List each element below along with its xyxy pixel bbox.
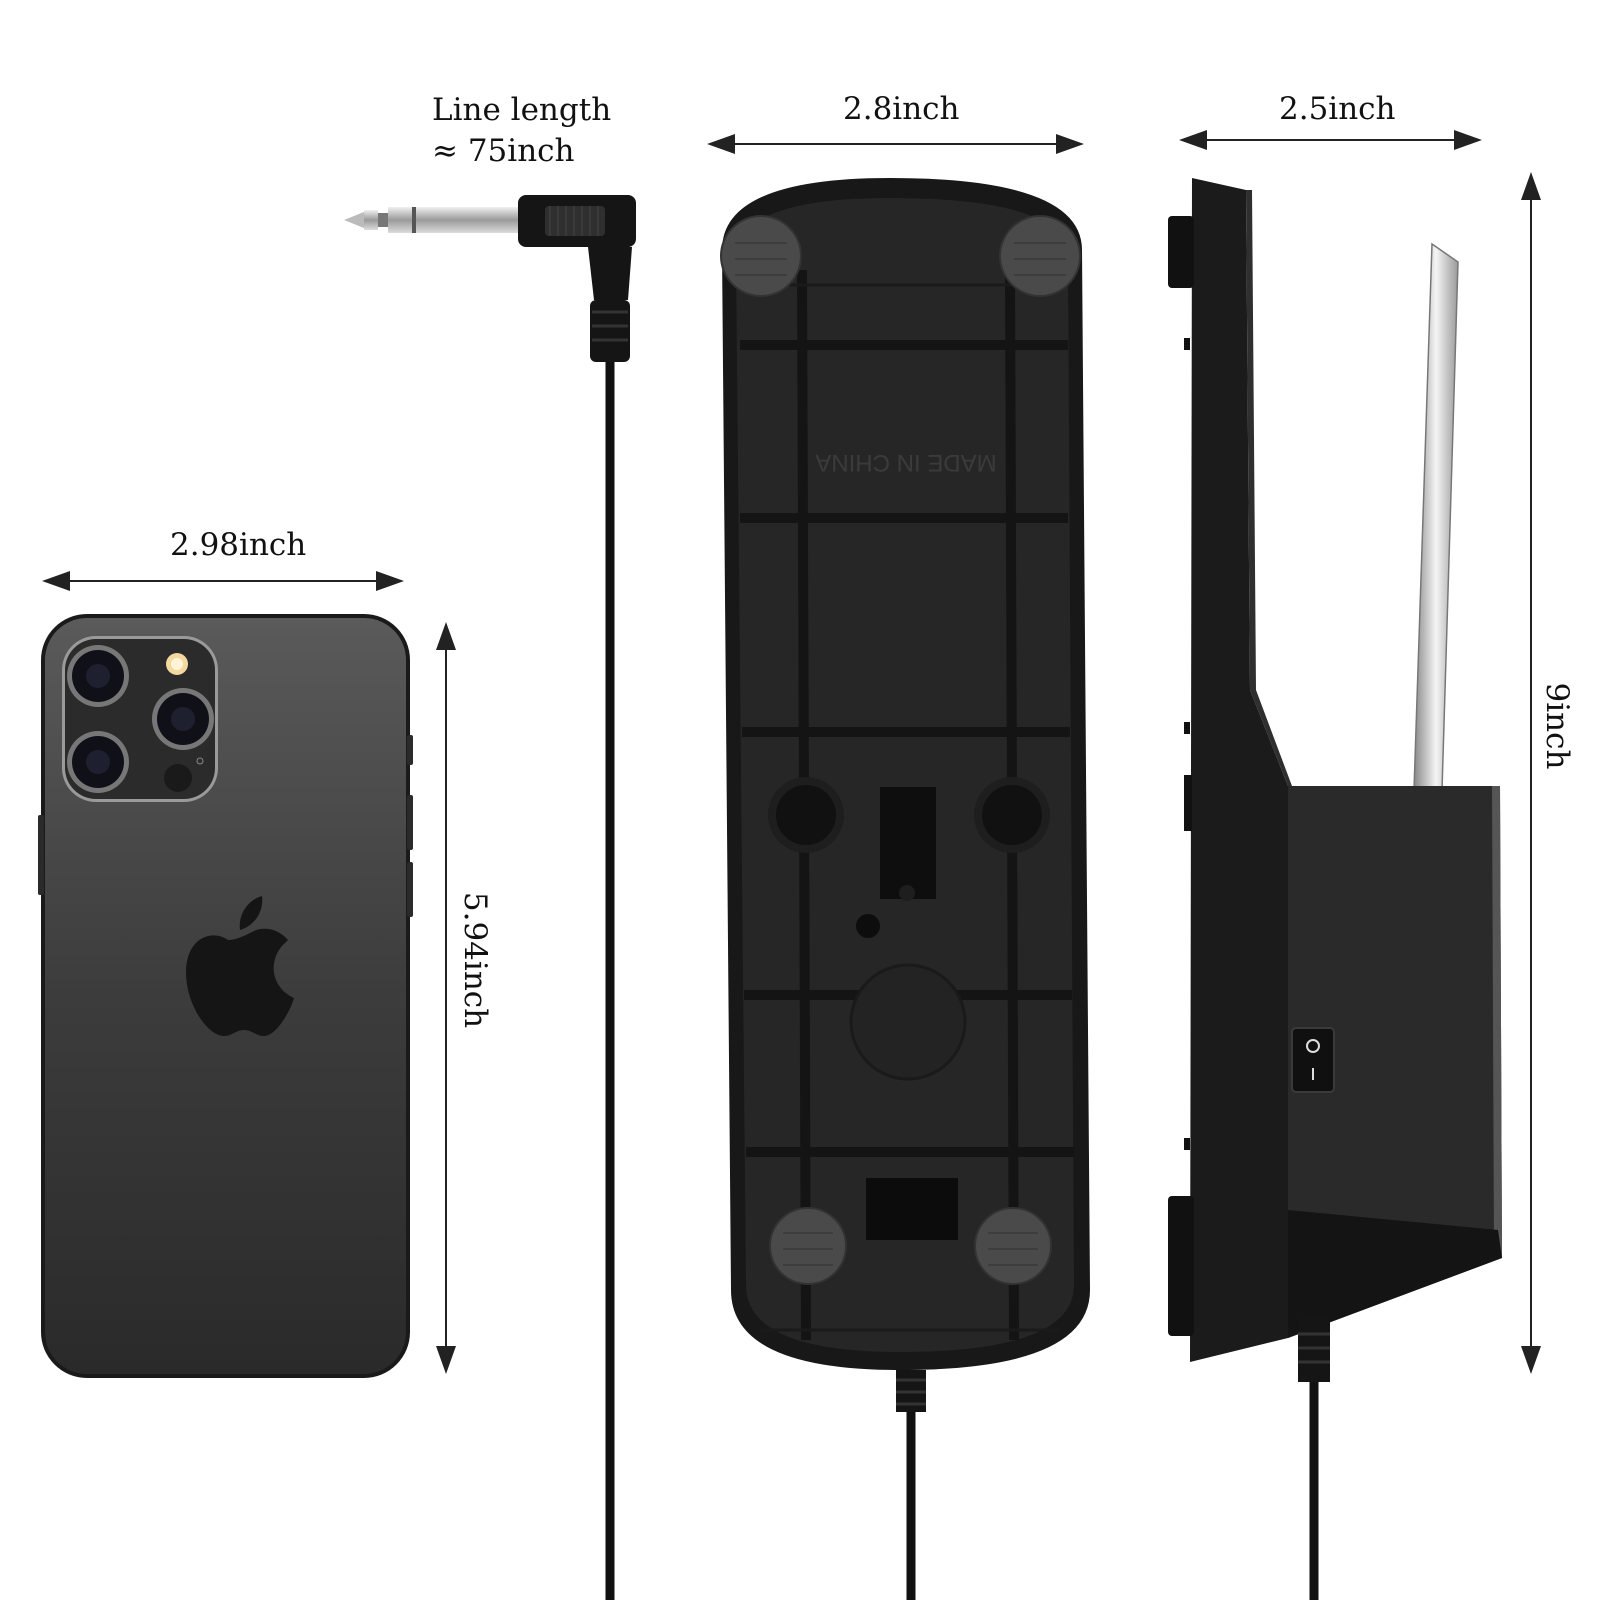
- phone: [38, 614, 413, 1378]
- apple-logo-icon: [186, 896, 294, 1036]
- made-in-china-text: MADE IN CHINA: [815, 449, 996, 476]
- phone-width-label: 2.98inch: [170, 527, 307, 563]
- line-length-title: Line length: [432, 92, 612, 128]
- spring-plate: [1413, 242, 1459, 791]
- pedal-side-width-label: 2.5inch: [1279, 91, 1396, 127]
- power-switch: [1291, 1027, 1335, 1093]
- pedal-height-label: 9inch: [1539, 682, 1576, 770]
- pedal-side-view: [1168, 178, 1502, 1600]
- camera-module: [62, 636, 218, 802]
- line-length-value: ≈ 75inch: [432, 133, 575, 169]
- dimension-arrows: [42, 130, 1541, 1374]
- jack-plug: [344, 195, 636, 362]
- phone-height-label: 5.94inch: [457, 891, 494, 1029]
- pedal-bottom-view: MADE IN CHINA: [720, 178, 1090, 1600]
- pedal-width-label: 2.8inch: [843, 91, 960, 127]
